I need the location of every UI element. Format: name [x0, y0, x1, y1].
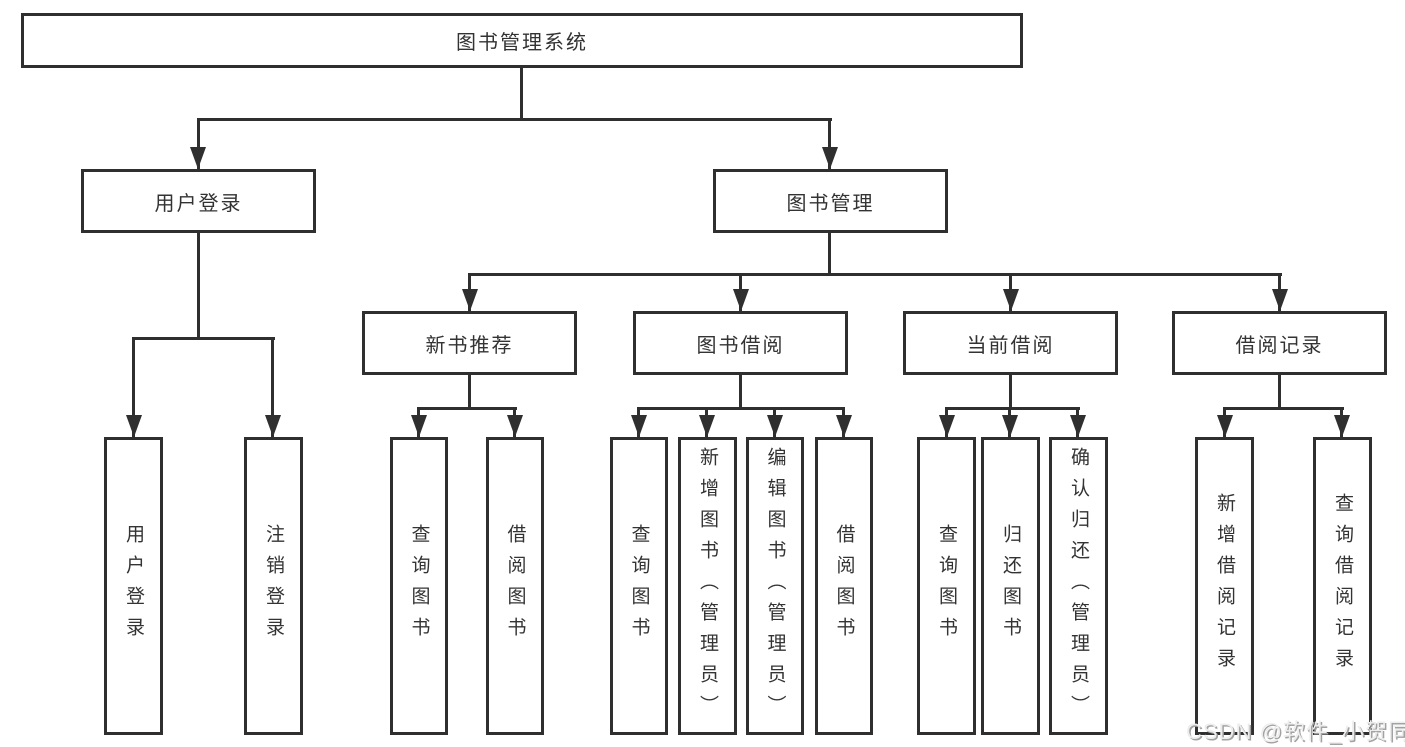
leaf-label: 编辑图书（管理员）	[764, 446, 786, 726]
arrowhead-down-icon	[939, 415, 955, 437]
leaf-label: 归还图书	[1000, 524, 1021, 648]
leaf-label: 用户登录	[123, 524, 144, 648]
arrowhead-down-icon	[699, 415, 715, 437]
node-borrowing-records: 借阅记录	[1172, 311, 1387, 375]
leaf-label: 查询图书	[936, 524, 957, 648]
leaf-user-login: 用户登录	[104, 437, 163, 735]
arrowhead-down-icon	[462, 289, 478, 311]
arrowhead-down-icon	[1272, 289, 1288, 311]
arrowhead-down-icon	[822, 147, 838, 169]
arrowhead-down-icon	[126, 415, 142, 437]
arrowhead-down-icon	[190, 147, 206, 169]
leaf-label: 查询借阅记录	[1332, 493, 1353, 679]
connector-records-branch	[1223, 407, 1344, 410]
connector-login-branch	[132, 337, 275, 340]
node-current-borrowing: 当前借阅	[903, 311, 1118, 375]
connector-level2-branch	[468, 273, 1282, 276]
arrowhead-down-icon	[836, 415, 852, 437]
connector-current-branch	[945, 407, 1080, 410]
connector-current-stub	[1009, 373, 1012, 407]
connector-root-stub	[520, 66, 523, 118]
leaf-borrow-books-1: 借阅图书	[486, 437, 544, 735]
leaf-borrow-books-2: 借阅图书	[815, 437, 873, 735]
connector-borrow-stub	[739, 373, 742, 407]
leaf-label: 新增借阅记录	[1214, 493, 1235, 679]
leaf-add-books-admin: 新增图书（管理员）	[678, 437, 737, 735]
connector-to-leaf	[271, 337, 274, 437]
arrowhead-down-icon	[507, 415, 523, 437]
leaf-add-borrow-record: 新增借阅记录	[1195, 437, 1254, 735]
arrowhead-down-icon	[411, 415, 427, 437]
arrowhead-down-icon	[1002, 415, 1018, 437]
arrowhead-down-icon	[631, 415, 647, 437]
leaf-label: 注销登录	[263, 524, 284, 648]
leaf-label: 查询图书	[628, 524, 650, 648]
leaf-return-books: 归还图书	[981, 437, 1040, 735]
arrowhead-down-icon	[733, 289, 749, 311]
leaf-confirm-return-admin: 确认归还（管理员）	[1049, 437, 1108, 735]
leaf-label: 确认归还（管理员）	[1068, 446, 1089, 726]
node-user-login: 用户登录	[81, 169, 316, 233]
leaf-label: 借阅图书	[833, 524, 855, 648]
connector-to-user-login	[197, 118, 200, 169]
leaf-query-borrow-record: 查询借阅记录	[1313, 437, 1372, 735]
connector-level1-branch	[197, 118, 832, 121]
arrowhead-down-icon	[1334, 415, 1350, 437]
arrowhead-down-icon	[1217, 415, 1233, 437]
connector-to-book-management	[828, 118, 831, 169]
node-book-borrowing: 图书借阅	[633, 311, 848, 375]
connector-to-leaf	[132, 337, 135, 437]
arrowhead-down-icon	[265, 415, 281, 437]
node-book-management: 图书管理	[713, 169, 948, 233]
arrowhead-down-icon	[1070, 415, 1086, 437]
connector-mgmt-stub	[828, 231, 831, 273]
leaf-label: 新增图书（管理员）	[697, 446, 718, 726]
arrowhead-down-icon	[1003, 289, 1019, 311]
leaf-label: 借阅图书	[504, 524, 526, 648]
leaf-label: 查询图书	[408, 524, 430, 648]
connector-login-stub	[197, 231, 200, 337]
connector-records-stub	[1278, 373, 1281, 407]
connector-newbook-branch	[417, 407, 517, 410]
arrowhead-down-icon	[767, 415, 783, 437]
connector-newbook-stub	[468, 373, 471, 407]
leaf-edit-books-admin: 编辑图书（管理员）	[746, 437, 804, 735]
csdn-watermark: CSDN @软件_小贺同学	[1186, 719, 1405, 744]
connector-borrow-branch	[637, 407, 845, 410]
leaf-query-books-2: 查询图书	[610, 437, 668, 735]
leaf-logout: 注销登录	[244, 437, 303, 735]
node-new-book-recommend: 新书推荐	[362, 311, 577, 375]
leaf-query-books-1: 查询图书	[390, 437, 448, 735]
node-library-management-system: 图书管理系统	[21, 13, 1023, 68]
leaf-query-books-3: 查询图书	[917, 437, 976, 735]
